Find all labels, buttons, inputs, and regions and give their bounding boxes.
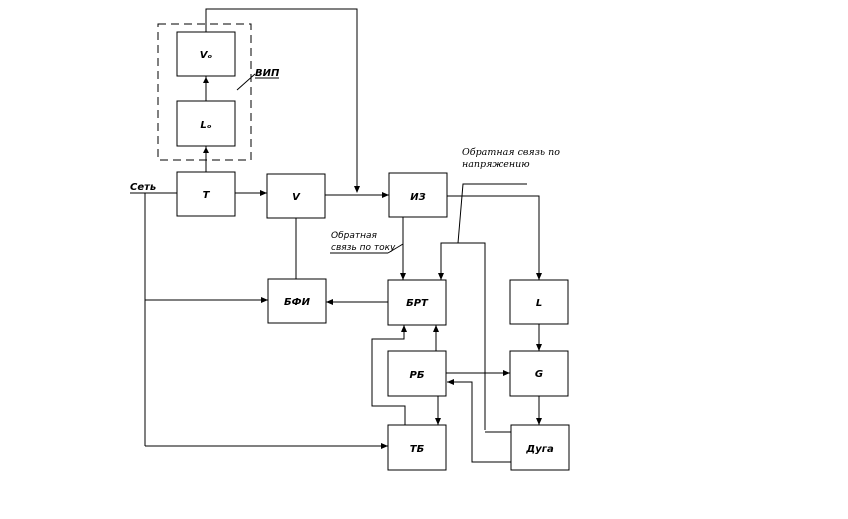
block-brt: БРТ xyxy=(387,279,447,326)
current-feedback-label-1: Обратная xyxy=(331,231,378,241)
block-arc-label: Дуга xyxy=(525,444,554,455)
line-arc-to-brt xyxy=(440,242,486,430)
arrow-head xyxy=(400,273,406,280)
voltage-feedback-label-1: Обратная связь по xyxy=(462,147,560,158)
block-vo: Vₒ xyxy=(176,31,236,77)
vip-leader-line xyxy=(236,73,256,91)
block-l-label: L xyxy=(536,298,542,309)
arrow-head xyxy=(203,147,209,153)
line-arc-to-rb xyxy=(447,381,511,463)
vip-group-border xyxy=(157,23,252,161)
arrow-head xyxy=(326,299,333,305)
block-g: G xyxy=(509,350,569,397)
arrow-head xyxy=(382,192,389,198)
mains-label: Сеть xyxy=(130,182,156,193)
block-v: V xyxy=(266,173,326,219)
arrow-head xyxy=(447,379,454,385)
arrow-head xyxy=(536,344,542,351)
block-vo-label: Vₒ xyxy=(200,50,213,61)
block-l: L xyxy=(509,279,569,325)
arrow-head xyxy=(438,273,444,280)
block-v-label: V xyxy=(292,192,301,203)
block-rb: РБ xyxy=(387,350,447,397)
arrow-head xyxy=(536,418,542,425)
arrow-head xyxy=(435,418,441,425)
block-iz: ИЗ xyxy=(388,172,448,218)
current-feedback-leader xyxy=(387,243,404,254)
block-bfi-label: БФИ xyxy=(284,297,311,308)
line-tb-to-brt xyxy=(371,325,406,425)
block-brt-label: БРТ xyxy=(406,298,429,309)
arrow-head xyxy=(536,273,542,280)
block-bfi: БФИ xyxy=(267,278,327,324)
block-tb-label: ТБ xyxy=(410,444,425,455)
block-rb-label: РБ xyxy=(410,370,425,381)
block-lo-label: Lₒ xyxy=(200,120,211,131)
block-tb: ТБ xyxy=(387,424,447,471)
block-iz-label: ИЗ xyxy=(410,192,425,203)
arrow-head xyxy=(354,186,360,193)
voltage-feedback-label-2: напряжению xyxy=(462,159,530,170)
vip-label: ВИП xyxy=(255,68,280,79)
line-vo-to-iz xyxy=(205,8,358,189)
arrow-head xyxy=(203,77,209,83)
block-lo: Lₒ xyxy=(176,100,236,147)
arrow-head xyxy=(381,443,388,449)
arrow-head xyxy=(261,297,268,303)
block-g-label: G xyxy=(535,369,543,380)
block-arc: Дуга xyxy=(510,424,570,471)
current-feedback-label-2: связь по току xyxy=(331,243,396,253)
arrow-head xyxy=(433,325,439,332)
block-t: T xyxy=(176,171,236,217)
arrow-head xyxy=(260,190,267,196)
line-iz-to-l xyxy=(447,195,540,280)
block-t-label: T xyxy=(203,190,211,201)
arrow-head xyxy=(401,325,407,332)
arrow-head xyxy=(503,370,510,376)
voltage-feedback-line xyxy=(457,183,527,244)
